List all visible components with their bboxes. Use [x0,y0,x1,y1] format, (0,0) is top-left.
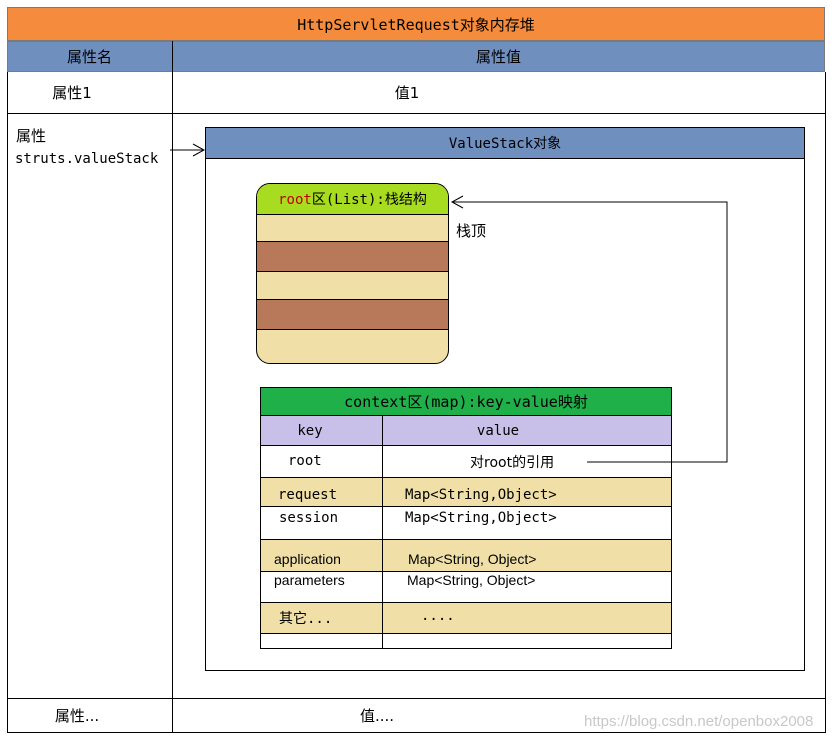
context-row-value: Map<String,Object> [405,510,557,526]
row1-name: 属性1 [52,84,92,102]
table-right-border [825,72,826,733]
watermark: https://blog.csdn.net/openbox2008 [584,713,814,730]
header-value-label: 属性值 [475,48,521,66]
context-row-value: Map<String, Object> [407,572,536,588]
row1-value: 值1 [394,84,420,102]
root-label: root区(List):栈结构 [278,189,427,209]
row1-value-cell: 值1 [172,72,642,113]
context-row-key: application [274,551,341,567]
valuestack-title: ValueStack对象 [448,136,562,152]
arrowhead-icon [192,143,206,157]
context-title-bar: context区(map):key-value映射 [260,387,672,416]
context-row-key: parameters [274,572,345,588]
stack-top-label: 栈顶 [456,222,487,240]
row3-value: 值.... [359,707,395,725]
context-value-header-label: value [476,423,520,439]
context-row-key: root [288,453,322,469]
table-header-row [7,41,825,72]
context-row-value: 对root的引用 [470,455,555,471]
row2-name-line1: 属性 [16,127,47,145]
row3-name-cell: 属性... [7,699,147,732]
context-value-header: value [382,416,614,446]
row2-bottom-line [7,698,826,699]
table-title-text: HttpServletRequest对象内存堆 [297,15,535,34]
table-bottom-line [7,732,826,733]
root-label-rest: 区(List):栈结构 [311,192,427,208]
context-row-key: request [278,487,338,503]
root-stack-cell [257,215,448,242]
row3-value-cell: 值.... [172,699,582,732]
context-title: context区(map):key-value映射 [344,393,588,411]
context-row-value: .... [421,608,455,624]
context-row-highlight [261,477,671,507]
row1-bottom-line [7,113,826,114]
root-stack-cell [257,272,448,300]
context-row-highlight [261,539,672,572]
context-row-value: Map<String,Object> [405,487,557,503]
header-value-cell: 属性值 [172,41,825,72]
table-left-border [7,72,8,733]
context-key-header-label: key [297,423,323,439]
root-stack: root区(List):栈结构 [256,183,449,364]
context-row-key: session [279,510,339,526]
root-stack-cell-dark [257,242,448,272]
header-name-label: 属性名 [66,48,112,66]
context-column-divider [382,416,383,649]
root-label-prefix: root [278,192,312,208]
row2-name-line2: struts.valueStack [15,151,159,167]
row3-name: 属性... [54,707,100,725]
context-row-key: 其它... [279,611,333,627]
table-column-divider [172,41,173,733]
table-title: HttpServletRequest对象内存堆 [7,7,825,41]
header-name-cell: 属性名 [7,41,172,72]
root-stack-cell-dark [257,300,448,330]
context-key-header: key [260,416,360,446]
context-row-highlight [261,602,672,634]
row1-name-cell: 属性1 [7,72,137,113]
valuestack-title-bar: ValueStack对象 [205,127,805,159]
root-stack-header: root区(List):栈结构 [257,184,448,215]
context-row-value: Map<String, Object> [408,551,537,567]
